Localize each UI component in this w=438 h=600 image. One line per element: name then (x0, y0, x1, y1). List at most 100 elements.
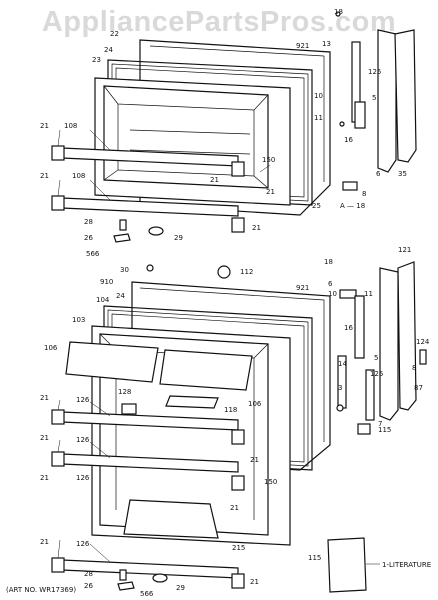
callout: 921 (296, 284, 309, 292)
top-hinge-5 (354, 101, 366, 129)
callout: 115 (308, 554, 321, 562)
bottom-part-115 (357, 423, 371, 435)
callout: 35 (398, 170, 407, 178)
callout: 16 (344, 324, 353, 332)
callout: 21 (40, 394, 49, 402)
callout: 150 (264, 478, 277, 486)
callout: 106 (44, 344, 58, 352)
callout: 21 (250, 578, 259, 586)
callout: 10 (328, 290, 337, 298)
callout: 108 (72, 172, 85, 180)
callout: 21 (230, 504, 239, 512)
part-29-bottom (152, 573, 168, 583)
callout: 115 (378, 426, 391, 434)
callout: 7 (378, 420, 382, 428)
callout: 6 (328, 280, 333, 288)
callout: 103 (72, 316, 85, 324)
callout: 3 (338, 384, 342, 392)
bottom-hinge-7 (379, 267, 399, 421)
bottom-strip-125 (365, 369, 375, 421)
part-3 (336, 404, 344, 412)
freezer-shelf-cap-right-upper (231, 161, 245, 177)
callout: 21 (40, 172, 49, 180)
callout: 18 (334, 8, 343, 16)
callout: 128 (118, 388, 131, 396)
callout: 126 (76, 474, 90, 482)
part-30 (146, 264, 154, 272)
part-26-bottom (117, 581, 135, 591)
bin-106-left (65, 341, 159, 383)
callout: 5 (372, 94, 376, 102)
bin-215 (123, 499, 219, 539)
freezer-shelf-cap-left-lower (51, 195, 65, 211)
part-118 (165, 395, 219, 409)
callout: 10 (314, 92, 323, 100)
callout: 29 (174, 234, 183, 242)
fresh-cap-left-1 (51, 409, 65, 425)
callout: 28 (84, 218, 93, 226)
callout: 26 (84, 582, 93, 590)
callout: 11 (314, 114, 323, 122)
callout: 121 (398, 246, 411, 254)
callout: 6 (376, 170, 381, 178)
callout: 21 (266, 188, 275, 196)
part-124 (419, 349, 427, 365)
callout: 112 (240, 268, 253, 276)
part-28-bottom (119, 569, 127, 581)
part-29-top (148, 226, 164, 236)
callout: 30 (120, 266, 129, 274)
literature-label: 1-LITERATURE (382, 561, 431, 569)
callout: A — 18 (340, 202, 365, 210)
callout: 125 (368, 68, 381, 76)
literature-booklet (327, 537, 367, 593)
callout: 13 (322, 40, 331, 48)
bin-106-right (159, 349, 253, 391)
callout: 11 (364, 290, 373, 298)
part-26-top (113, 233, 131, 243)
part-112 (217, 265, 231, 279)
callout: 14 (338, 360, 347, 368)
bottom-hinge-121 (397, 261, 417, 411)
callout: 566 (140, 590, 154, 598)
freezer-door (51, 39, 331, 243)
callout: 5 (374, 354, 378, 362)
bottom-part-10 (339, 289, 357, 299)
callout: 21 (40, 122, 49, 130)
callout: 21 (40, 538, 49, 546)
callout: 23 (92, 56, 101, 64)
literature: 1-LITERATURE (327, 537, 431, 593)
callout: 215 (232, 544, 245, 552)
callout: 18 (324, 258, 333, 266)
callout: 126 (76, 436, 90, 444)
callout: 24 (116, 292, 125, 300)
callout: 21 (40, 474, 49, 482)
callout: 8 (412, 364, 416, 372)
fresh-cap-right-2 (231, 475, 245, 491)
leader-lines (57, 129, 271, 563)
callout: 566 (86, 250, 100, 258)
callout: 21 (250, 456, 259, 464)
callout: 118 (224, 406, 237, 414)
callout: 21 (210, 176, 219, 184)
part-28-top (119, 219, 127, 231)
callout: 126 (76, 540, 90, 548)
bottom-strip-5 (354, 295, 365, 359)
fresh-food-door (51, 264, 331, 591)
callout: 87 (414, 384, 423, 392)
callout: 24 (104, 46, 113, 54)
freezer-door-liner (94, 77, 291, 206)
top-hinge-bracket-35 (394, 29, 417, 163)
callout: 22 (110, 30, 119, 38)
callout: 29 (176, 584, 185, 592)
top-part-8 (342, 181, 358, 191)
top-hinge-bracket-125 (377, 29, 397, 173)
callout: 108 (64, 122, 77, 130)
callout: 21 (252, 224, 261, 232)
callout: 125 (370, 370, 383, 378)
art-number: (ART NO. WR17369) (6, 586, 77, 594)
callout: 26 (84, 234, 93, 242)
fresh-cap-right-1 (231, 429, 245, 445)
callouts: 18 22 24 23 921 13 125 5 10 11 108 21 16… (40, 8, 430, 598)
callout: 28 (84, 570, 93, 578)
